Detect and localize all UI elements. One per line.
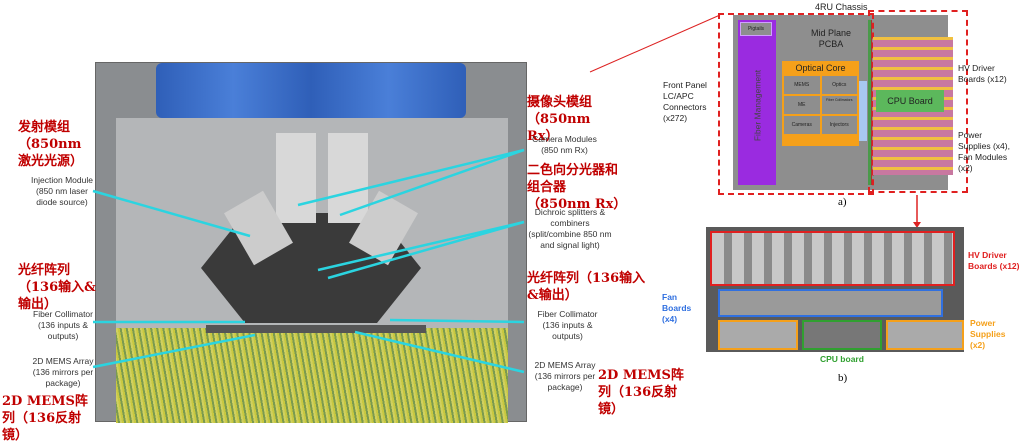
- camera-cn-label: 摄像头模组（850nm Rx）: [527, 95, 593, 144]
- injection-cn-label: 发射模组（850nm激光光源）: [18, 120, 84, 169]
- power-label: Power Supplies (x4), Fan Modules (x2): [958, 130, 1010, 173]
- mems-right-en-label: 2D MEMS Array (136 mirrors per package): [534, 360, 596, 392]
- fiber-left-cn-label: 光纤阵列（136输入&输出）: [18, 263, 96, 312]
- fan-boards-label: Fan Boards (x4): [662, 292, 692, 324]
- fiber-right-cn-label: 光纤阵列（136输入&输出）: [527, 271, 646, 303]
- power-supplies-label: Power Supplies (x2): [970, 318, 1006, 350]
- mems-left-cn-label: 2D MEMS阵列（136反射镜）: [2, 394, 88, 443]
- camera-en-label: Camera Modules (850 nm Rx): [532, 134, 597, 155]
- callout-lines: [92, 14, 921, 374]
- caption-a: a): [838, 196, 847, 208]
- mems-left-en-label: 2D MEMS Array (136 mirrors per package): [32, 356, 94, 388]
- chassis-rear-photo: [706, 227, 964, 352]
- fiber-right-en-label: Fiber Collimator (136 inputs & outputs): [537, 309, 598, 341]
- caption-b: b): [838, 372, 848, 384]
- injection-en-label: Injection Module (850 nm laser diode sou…: [31, 175, 93, 207]
- fiber-left-en-label: Fiber Collimator (136 inputs & outputs): [33, 309, 93, 341]
- dichroic-cn-label: 二色向分光器和组合器（850nm Rx）: [527, 163, 627, 212]
- cpu-board-label: CPU board: [820, 354, 864, 364]
- midplane-label: Mid Plane PCBA: [810, 28, 852, 49]
- dichroic-en-label: Dichroic splitters & combiners (split/co…: [528, 207, 612, 250]
- diagram-a: 4RU Chassis Pigtails Fiber Management Mi…: [663, 2, 1010, 208]
- optical-switch-photo: [95, 62, 527, 423]
- chassis-label: 4RU Chassis: [815, 2, 868, 12]
- front-panel-label: Front Panel LC/APC Connectors (x272): [663, 80, 707, 123]
- mems-right-cn-label: 2D MEMS阵列（136反射镜）: [598, 368, 684, 417]
- blue-fans: [156, 63, 466, 118]
- hv-boards-label: HV Driver Boards (x12): [968, 250, 1020, 271]
- cpu-board: CPU Board: [876, 90, 944, 112]
- optical-core: Optical Core MEMS Optics ME Fiber Collim…: [782, 61, 859, 146]
- hv-label: HV Driver Boards (x12): [958, 63, 1007, 84]
- fiber-management: Pigtails Fiber Management: [738, 20, 776, 185]
